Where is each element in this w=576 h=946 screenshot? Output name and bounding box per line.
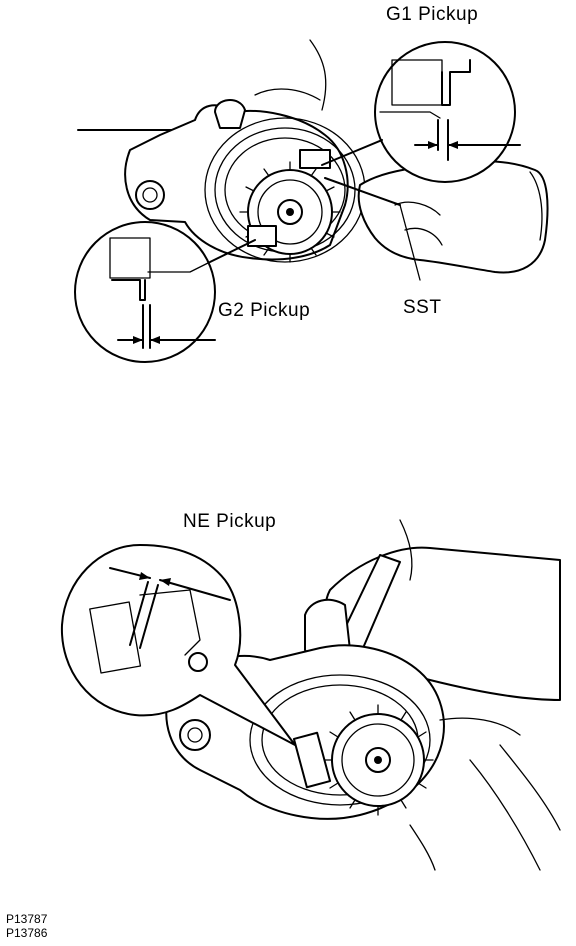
sst-tool bbox=[324, 177, 401, 206]
top-boss bbox=[214, 99, 246, 129]
bolt-center bbox=[142, 187, 158, 203]
ne-gap-line-1 bbox=[129, 581, 149, 646]
ne-pickup-label: NE Pickup bbox=[183, 511, 277, 532]
ne-inset-rotor-edge bbox=[139, 589, 201, 656]
ne-inset-pickup bbox=[89, 601, 142, 674]
sst-label: SST bbox=[403, 297, 442, 318]
cable-lower bbox=[409, 824, 436, 871]
reference-code-1: P13787 bbox=[6, 912, 48, 926]
g1-leader bbox=[321, 139, 383, 166]
ne-signal-rotor bbox=[322, 704, 434, 816]
g2-detail-inset bbox=[74, 221, 216, 363]
ne-arrow-right-line bbox=[159, 579, 231, 601]
finger-line-2 bbox=[404, 227, 443, 246]
ne-arrow-right-head bbox=[160, 578, 171, 586]
g2-pickup-label: G2 Pickup bbox=[218, 300, 311, 321]
ne-housing-ring-outer bbox=[249, 674, 431, 806]
ne-detail-inset bbox=[60, 544, 296, 746]
cable-bottom bbox=[399, 519, 413, 581]
cable-loop bbox=[254, 88, 321, 101]
mounting-bolt bbox=[135, 180, 165, 210]
g1-pickup-body bbox=[299, 149, 331, 169]
sst-leader bbox=[399, 204, 421, 281]
g2-leader bbox=[209, 239, 256, 263]
top-illustration bbox=[74, 39, 549, 363]
ne-pickup-body bbox=[292, 731, 332, 789]
cable-upper bbox=[309, 39, 327, 111]
ne-arrow-left-head bbox=[139, 572, 150, 580]
reference-code-2: P13786 bbox=[6, 926, 48, 940]
ne-mounting-bolt bbox=[179, 719, 211, 751]
cuff-line bbox=[529, 171, 543, 241]
shaft-lower-line bbox=[469, 759, 541, 871]
ne-inset-hole bbox=[188, 652, 208, 672]
shaft-lower-line-2 bbox=[499, 744, 561, 831]
g1-detail-inset bbox=[374, 41, 521, 183]
ne-bolt-center bbox=[187, 727, 203, 743]
ne-gap-line-2 bbox=[139, 584, 159, 649]
shaft-upper-line bbox=[439, 717, 521, 736]
g1-pickup-label: G1 Pickup bbox=[386, 4, 479, 25]
